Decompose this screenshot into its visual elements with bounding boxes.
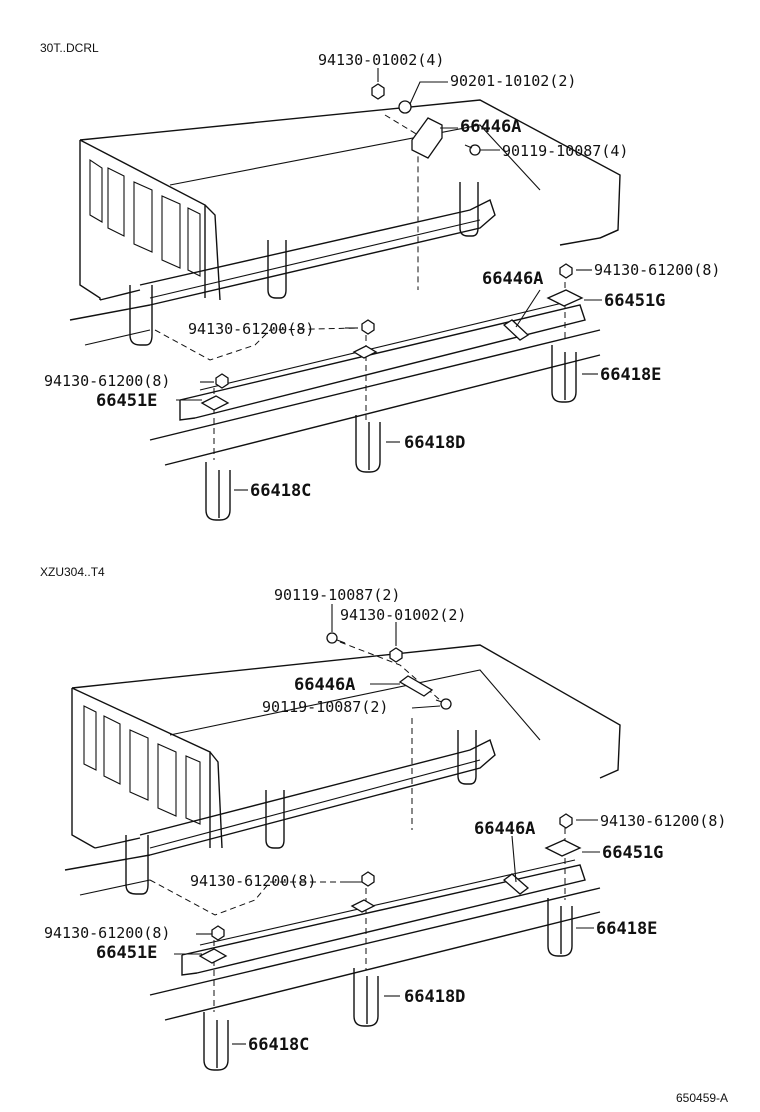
u-bolts-1: [205, 345, 577, 521]
label-1-nut-bracket: 94130-01002(4): [318, 51, 444, 69]
cross-sills-1: [69, 199, 496, 346]
bed-u-bolts-1: [129, 182, 479, 346]
label-2-ubolt-rear: 66418E: [596, 919, 657, 939]
label-2-nut-mid: 94130-61200(8): [190, 872, 316, 890]
label-2-plate-front: 66451E: [96, 943, 157, 963]
dashed-leader-5: [339, 641, 441, 701]
label-2-plate-rear: 66451G: [602, 843, 663, 863]
label-2-bracket-rear: 66446A: [474, 819, 535, 839]
label-2-nut-front: 94130-61200(8): [44, 924, 170, 942]
leaders-2: [174, 604, 600, 1045]
label-1-plate-front: 66451E: [96, 391, 157, 411]
label-1-ubolt-mid: 66418D: [404, 433, 465, 453]
label-2-nut-bracket: 94130-01002(2): [340, 606, 466, 624]
dashed-leader-1: [384, 114, 419, 290]
label-2-nut-rear: 94130-61200(8): [600, 812, 726, 830]
label-2-bolt-a: 90119-10087(2): [274, 586, 400, 604]
label-1-ubolt-rear: 66418E: [600, 365, 661, 385]
label-1-bolt-top: 90119-10087(4): [502, 142, 628, 160]
frame-rail-1: [149, 299, 601, 466]
label-1-plate-rear: 66451G: [604, 291, 665, 311]
label-1-washer: 90201-10102(2): [450, 72, 576, 90]
label-1-nut-mid: 94130-61200(8): [188, 320, 314, 338]
label-1-bracket-top: 66446A: [460, 117, 521, 137]
bed-u-bolts-2: [125, 730, 477, 895]
section-2-model: XZU304..T4: [40, 565, 105, 579]
dashed-outline-1: [154, 327, 359, 361]
truck-bed-2: [71, 644, 621, 849]
section-2-drawing: XZU304..T4: [40, 565, 726, 1071]
u-bolts-2: [203, 898, 573, 1071]
figure-code: 650459-A: [676, 1091, 728, 1105]
label-1-ubolt-front: 66418C: [250, 481, 311, 501]
label-1-nut-rear: 94130-61200(8): [594, 261, 720, 279]
leaders-1: [176, 68, 602, 491]
label-1-bracket-rear: 66446A: [482, 269, 543, 289]
section-1-model: 30T..DCRL: [40, 41, 99, 55]
truck-bed-1: [79, 99, 621, 301]
bracket-assembly-2: [326, 632, 452, 710]
lower-parts-2: [198, 813, 582, 964]
cross-sills-2: [64, 739, 496, 896]
label-2-bracket-top: 66446A: [294, 675, 355, 695]
label-1-nut-front: 94130-61200(8): [44, 372, 170, 390]
frame-rail-2: [149, 859, 601, 1021]
label-2-ubolt-mid: 66418D: [404, 987, 465, 1007]
label-2-ubolt-front: 66418C: [248, 1035, 309, 1055]
lower-parts-1: [200, 263, 584, 411]
label-2-bolt-b: 90119-10087(2): [262, 698, 388, 716]
section-1-drawing: 30T..DCRL: [40, 41, 720, 521]
